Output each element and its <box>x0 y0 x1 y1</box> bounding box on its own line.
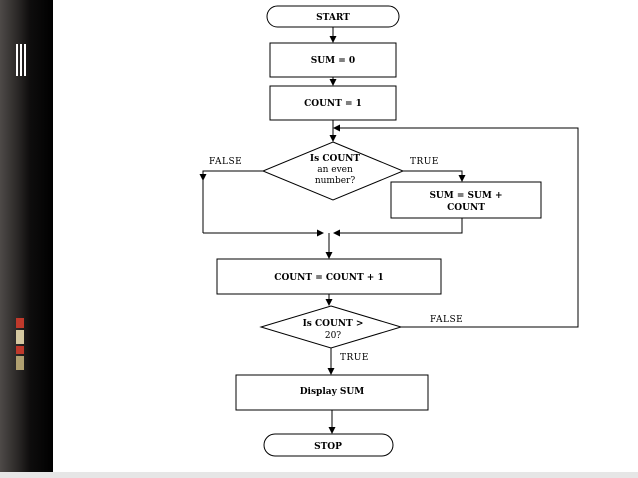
decision-limit-line-2: 20? <box>325 331 341 341</box>
sum-update-process: SUM = SUM + COUNT <box>390 181 542 219</box>
sum-update-line-1: SUM = SUM + <box>429 191 502 201</box>
decorative-lines <box>16 44 26 76</box>
decision-even-line-1: Is COUNT <box>310 154 360 164</box>
sum-update-line-2: COUNT <box>447 203 485 213</box>
connector-even-false <box>199 170 263 181</box>
connector-even-true <box>403 170 466 182</box>
stop-terminal: STOP <box>263 433 394 457</box>
start-label: START <box>316 13 350 23</box>
count-increment-label: COUNT = COUNT + 1 <box>274 273 383 283</box>
edge-label-limit-false: FALSE <box>430 315 463 325</box>
sum-init-label: SUM = 0 <box>311 56 355 66</box>
deco-square <box>16 356 24 370</box>
start-terminal: START <box>266 5 400 28</box>
stop-label: STOP <box>314 442 342 452</box>
deco-square <box>16 330 24 344</box>
display-sum-label: Display SUM <box>300 387 365 397</box>
slide-left-bar <box>0 0 53 478</box>
bottom-strip <box>0 472 638 478</box>
edge-label-even-false: FALSE <box>209 157 242 167</box>
display-sum-process: Display SUM <box>235 374 429 411</box>
edge-label-limit-true: TRUE <box>340 353 369 363</box>
deco-square <box>16 318 24 328</box>
count-init-label: COUNT = 1 <box>304 99 362 109</box>
deco-square <box>16 346 24 354</box>
count-increment-process: COUNT = COUNT + 1 <box>216 258 442 295</box>
connector-sum-update-to-merge <box>333 218 463 237</box>
decorative-squares <box>16 318 24 372</box>
sum-init-process: SUM = 0 <box>269 42 397 78</box>
edge-label-even-true: TRUE <box>410 157 439 167</box>
connector-limit-false-loop <box>333 124 579 328</box>
decision-limit-line-1: Is COUNT > <box>303 319 364 329</box>
count-init-process: COUNT = 1 <box>269 85 397 121</box>
decision-even-line-2: an even <box>317 165 353 175</box>
decision-limit: Is COUNT > 20? <box>259 305 403 349</box>
decision-even: Is COUNT an even number? <box>261 141 405 201</box>
decision-even-line-3: number? <box>315 176 356 186</box>
